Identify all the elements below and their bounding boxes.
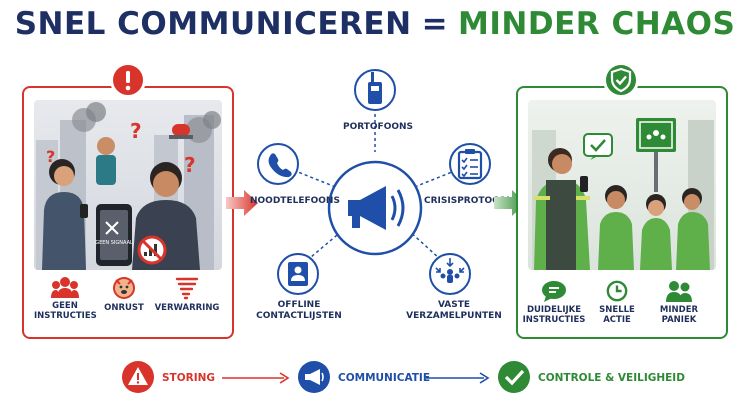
feature-less-panic: MINDER PANIEK [648,280,710,325]
feature-quick-action-label: SNELLE ACTIE [599,305,635,325]
warning-badge [110,62,146,98]
svg-text:?: ? [46,147,55,166]
title-right: MINDER CHAOS [458,6,736,42]
feature-less-panic-label: MINDER PANIEK [659,305,699,325]
page-title: SNEL COMMUNICEREN=MINDER CHAOS [0,6,750,42]
feature-confusion: VERWARRING [150,276,224,313]
hub-label-offline-contacts: OFFLINE CONTACTLIJSTEN [256,300,342,321]
check-icon [498,361,530,393]
red-arrow-icon [226,190,258,216]
megaphone-icon [348,186,405,230]
hub-label-radios: PORTOFOONS [342,122,414,132]
shield-badge [603,62,639,98]
flow-step-communication: COMMUNICATIE [338,372,431,384]
communication-hub [257,69,491,295]
control-scene [528,100,716,270]
phone-icon [268,153,292,178]
people-icon [666,281,692,302]
flow-step-control-safety: CONTROLE & VEILIGHEID [538,372,685,384]
svg-text:?: ? [130,119,142,143]
flow-arrow-red [222,372,290,384]
clock-icon [606,280,628,302]
tornado-icon [175,277,199,300]
title-equals: = [421,6,449,42]
feature-confusion-label: VERWARRING [154,303,220,313]
feature-clear-instructions: DUIDELIJKE INSTRUCTIES [522,280,586,325]
feature-unrest-label: ONRUST [104,303,144,313]
flow-arrow-blue [426,372,490,384]
megaphone-icon [298,361,330,393]
exclamation-icon [125,71,131,91]
walkie-talkie-icon [368,72,382,104]
feature-unrest: ONRUST [96,276,152,313]
feature-clear-instructions-label: DUIDELIJKE INSTRUCTIES [522,305,586,325]
control-illustration [532,118,714,270]
chaos-illustration: ? ? ? GEEN SIGNAAL [36,102,221,270]
shield-check-icon [610,67,632,93]
hub-label-assembly-points: VASTE VERZAMELPUNTEN [406,300,502,321]
warning-icon [122,361,154,393]
clipboard-icon [457,149,483,180]
contact-book-icon [288,262,308,286]
no-signal-text: GEEN SIGNAAL [95,240,133,246]
title-left: SNEL COMMUNICEREN [14,6,412,42]
flow-step-outage: STORING [162,372,216,384]
feature-quick-action: SNELLE ACTIE [590,280,644,325]
svg-text:?: ? [184,153,196,177]
hub-label-emergency-phones: NOODTELEFOONS [250,196,340,206]
chaos-scene: ? ? ? GEEN SIGNAAL [34,100,222,270]
feature-no-instructions: GEEN INSTRUCTIES [34,276,97,321]
hub-label-crisis-protocols: CRISISPROTOCOLLEN [424,196,532,206]
people-icon [51,277,79,298]
chat-icon [542,281,566,302]
feature-no-instructions-label: GEEN INSTRUCTIES [34,301,97,321]
stressed-face-icon [113,277,135,299]
assembly-point-icon [435,258,465,283]
